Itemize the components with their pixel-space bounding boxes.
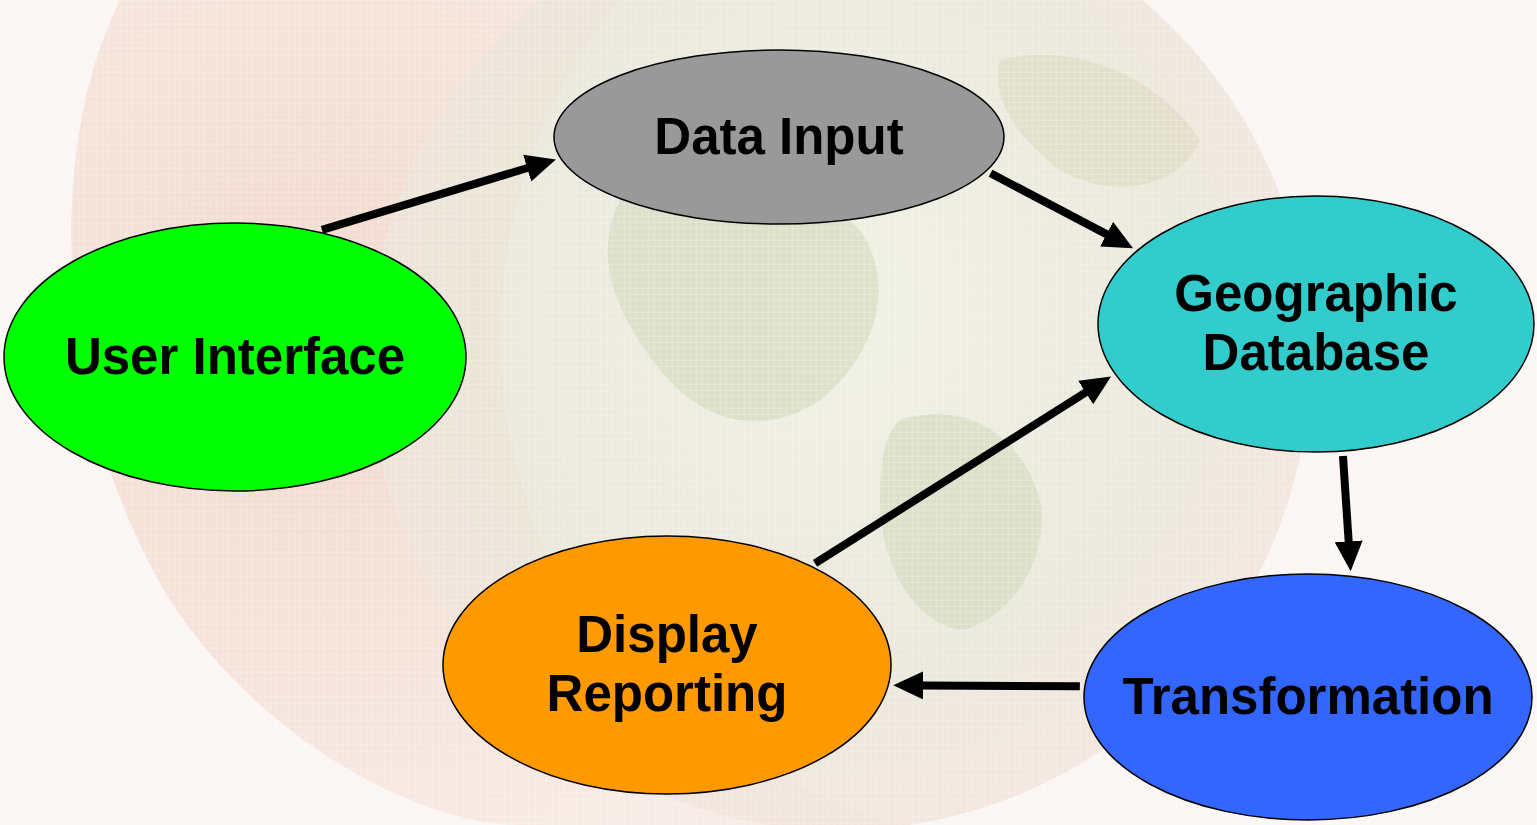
node-label: User Interface — [65, 328, 405, 387]
process-ellipse: Data Input — [553, 49, 1005, 225]
node-label: Transformation — [1122, 668, 1493, 727]
node-text: Data Input — [654, 108, 903, 167]
process-ellipse: Transformation — [1083, 573, 1533, 821]
ellipse-shape — [443, 536, 891, 794]
node-label: Geographic Database — [1166, 265, 1466, 382]
ellipse-shape — [1098, 196, 1534, 452]
node-label: Data Input — [654, 108, 903, 167]
flow-arrow — [322, 168, 529, 230]
flow-arrow — [991, 173, 1109, 235]
output-ellipse: Display Reporting — [442, 535, 892, 795]
node-text: Display Reporting — [517, 606, 817, 723]
ellipse-shape — [4, 223, 466, 491]
interface-ellipse: User Interface — [3, 222, 467, 492]
ellipse-shape — [1084, 574, 1532, 820]
node-text: Geographic Database — [1166, 265, 1466, 382]
node-label: Display Reporting — [517, 606, 817, 723]
database-ellipse: Geographic Database — [1097, 195, 1535, 453]
node-text: Transformation — [1122, 668, 1493, 727]
node-text: User Interface — [65, 328, 405, 387]
flow-arrow — [921, 681, 1080, 690]
ellipse-shape — [554, 50, 1004, 224]
flow-arrow — [1343, 456, 1349, 543]
flow-arrow — [815, 391, 1087, 563]
